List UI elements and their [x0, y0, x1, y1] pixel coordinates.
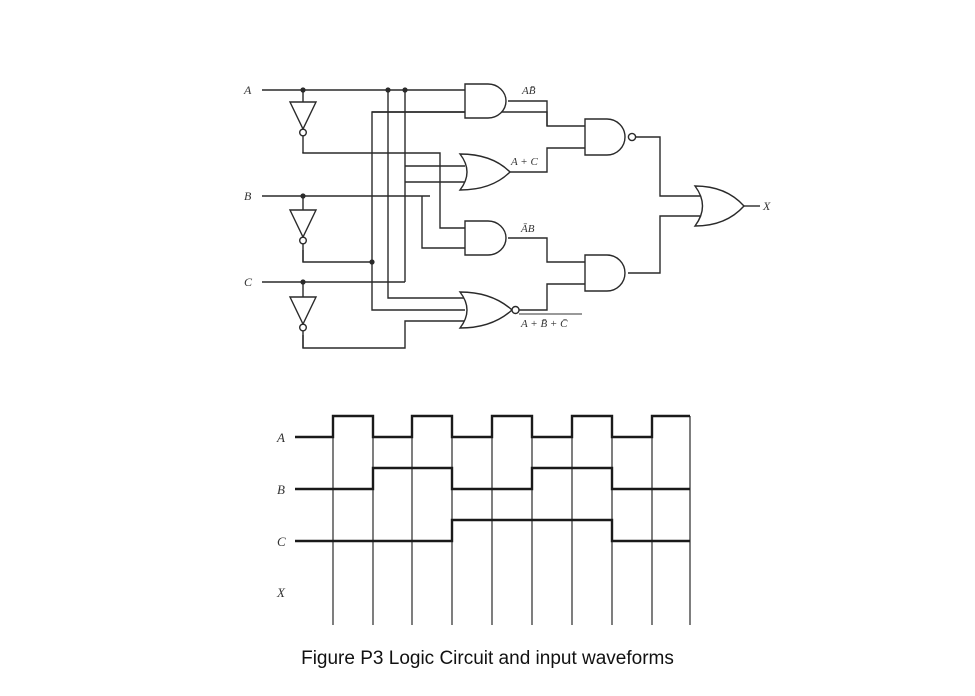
- nor-gate-4: [458, 291, 514, 329]
- input-label-b: B: [244, 189, 252, 203]
- or-gate-final: [693, 185, 745, 227]
- waveform-labels: A B C X: [276, 430, 286, 600]
- waveform-label-x: X: [276, 585, 286, 600]
- waveform-label-a: A: [276, 430, 285, 445]
- gate-label-3: ĀB: [520, 223, 535, 235]
- waveforms: [295, 414, 690, 543]
- nand-bubble: [627, 132, 637, 142]
- nand-gate: [584, 118, 626, 156]
- waveform-b: [295, 466, 690, 491]
- gate-label-4: A + B̄ + C̄: [520, 318, 568, 330]
- inverter-c: [288, 296, 318, 332]
- junction-dots: [300, 87, 408, 285]
- gates: [458, 83, 745, 329]
- waveform-a: [295, 414, 690, 439]
- and-gate-5: [584, 254, 626, 292]
- and-gate-1: [464, 83, 507, 119]
- output-label-x: X: [762, 199, 771, 213]
- figure-caption: Figure P3 Logic Circuit and input wavefo…: [301, 648, 674, 669]
- waveform-label-b: B: [277, 482, 285, 497]
- waveform-label-c: C: [277, 534, 286, 549]
- input-label-c: C: [244, 275, 253, 289]
- inverters: [288, 101, 318, 332]
- gate-label-1: AB̄: [521, 85, 536, 97]
- or-gate-2: [458, 153, 511, 191]
- waveform-c: [295, 518, 690, 543]
- nor-bubble: [511, 305, 520, 315]
- input-label-a: A: [243, 83, 252, 97]
- gate-label-2: A + C: [510, 156, 538, 168]
- and-gate-3: [464, 220, 507, 256]
- inverter-a: [288, 101, 318, 137]
- inverter-b: [288, 209, 318, 245]
